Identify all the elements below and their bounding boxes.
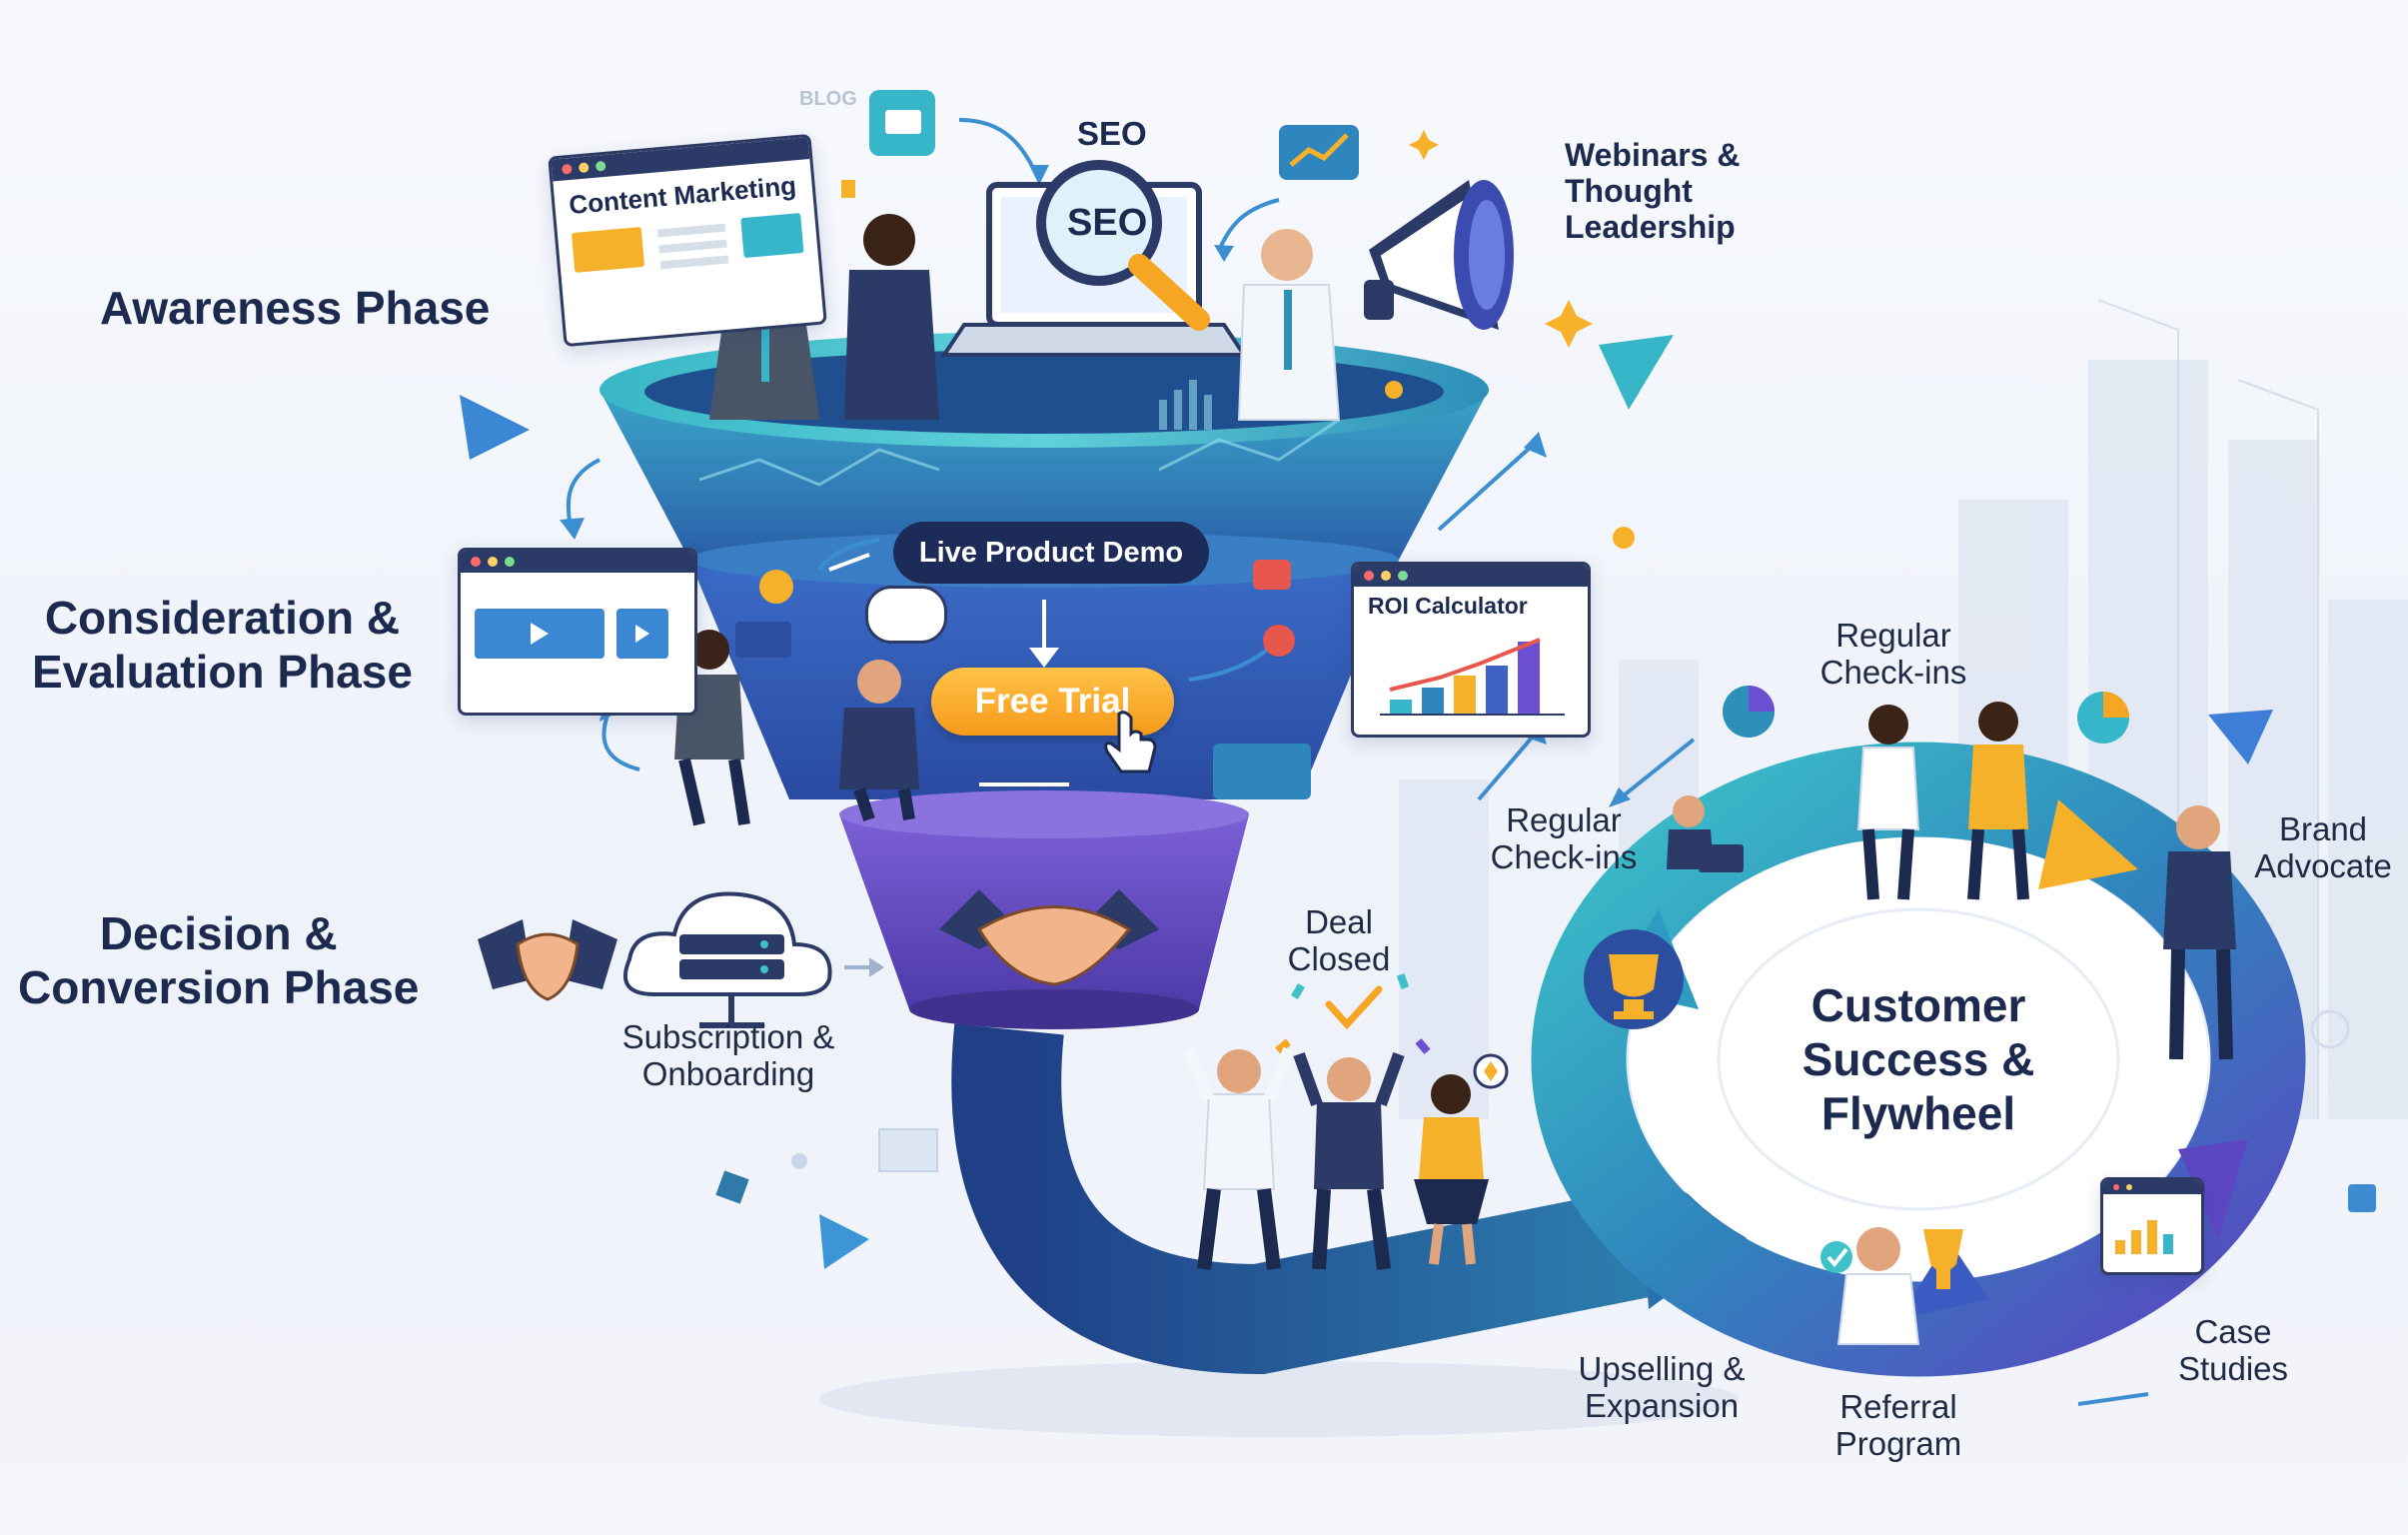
deal-line1: Deal <box>1305 903 1373 940</box>
live-demo-pill: Live Product Demo <box>893 522 1209 584</box>
flywheel-center-line1: Customer <box>1810 979 2026 1031</box>
checkins-left-line1: Regular <box>1506 801 1622 838</box>
referral-program-label: Referral Program <box>1828 1388 1968 1463</box>
video-player-icon <box>475 609 604 659</box>
blog-tag: BLOG <box>799 88 857 110</box>
cloud-chart-icon <box>865 586 947 644</box>
referral-line1: Referral <box>1839 1388 1957 1425</box>
video-demo-card <box>458 548 697 716</box>
checkins-left-line2: Check-ins <box>1490 837 1638 875</box>
webinars-line1: Webinars & <box>1565 137 1741 173</box>
brand-line1: Brand <box>2278 810 2368 847</box>
seo-label: SEO <box>1077 115 1147 152</box>
case-studies-card <box>2100 1177 2204 1275</box>
dollar-icon <box>1263 625 1295 657</box>
consideration-phase-title: Consideration & Evaluation Phase <box>32 592 413 700</box>
checkins-top-line2: Check-ins <box>1819 653 1967 691</box>
form-card-icon <box>1213 744 1311 799</box>
subscription-label: Subscription & Onboarding <box>613 1018 843 1093</box>
referral-line2: Program <box>1834 1424 1962 1462</box>
decision-title-line1: Decision & <box>99 907 338 959</box>
case-studies-label: Case Studies <box>2168 1313 2298 1388</box>
consideration-title-line2: Evaluation Phase <box>32 645 413 698</box>
roi-calculator-card: ROI Calculator <box>1351 562 1591 738</box>
webinars-line2: Thought <box>1565 172 1693 209</box>
upselling-label: Upselling & Expansion <box>1567 1350 1757 1425</box>
checkins-top-label: Regular Check-ins <box>1808 617 1978 692</box>
checkins-left-label: Regular Check-ins <box>1479 801 1649 876</box>
case-line2: Studies <box>2177 1349 2289 1387</box>
webinars-line3: Leadership <box>1565 208 1736 245</box>
cursor-hand-icon <box>1104 711 1157 773</box>
user-icon <box>759 570 793 604</box>
seo-glass-text: SEO <box>1067 202 1148 244</box>
free-trial-button[interactable]: Free Trial <box>931 668 1174 736</box>
upsell-line2: Expansion <box>1584 1386 1740 1424</box>
flywheel-center-title: Customer Success & Flywheel <box>1769 979 2068 1140</box>
list-card-icon <box>735 622 791 658</box>
roi-calculator-label: ROI Calculator <box>1368 593 1528 619</box>
decision-phase-title: Decision & Conversion Phase <box>18 907 419 1015</box>
checkins-top-line1: Regular <box>1835 617 1951 654</box>
subscription-line2: Onboarding <box>641 1054 815 1092</box>
subscription-line1: Subscription & <box>621 1018 835 1055</box>
brand-advocate-label: Brand Advocate <box>2243 810 2403 885</box>
webinars-label: Webinars & Thought Leadership <box>1565 137 1741 245</box>
video-thumbnail-icon <box>616 609 668 659</box>
awareness-phase-title: Awareness Phase <box>100 282 491 334</box>
upsell-line1: Upselling & <box>1578 1350 1746 1387</box>
deal-line2: Closed <box>1287 939 1391 977</box>
roi-bar-chart-icon <box>1380 638 1565 716</box>
chat-bubble-icon <box>1253 560 1291 590</box>
decision-title-line2: Conversion Phase <box>18 960 420 1013</box>
flywheel-center-line2: Success & <box>1802 1032 2035 1085</box>
brand-line2: Advocate <box>2254 846 2392 884</box>
content-marketing-card: Content Marketing <box>548 133 827 348</box>
case-line1: Case <box>2194 1313 2272 1350</box>
deal-closed-label: Deal Closed <box>1279 903 1399 978</box>
flywheel-center-line3: Flywheel <box>1820 1086 2016 1139</box>
consideration-title-line1: Consideration & <box>44 592 401 644</box>
